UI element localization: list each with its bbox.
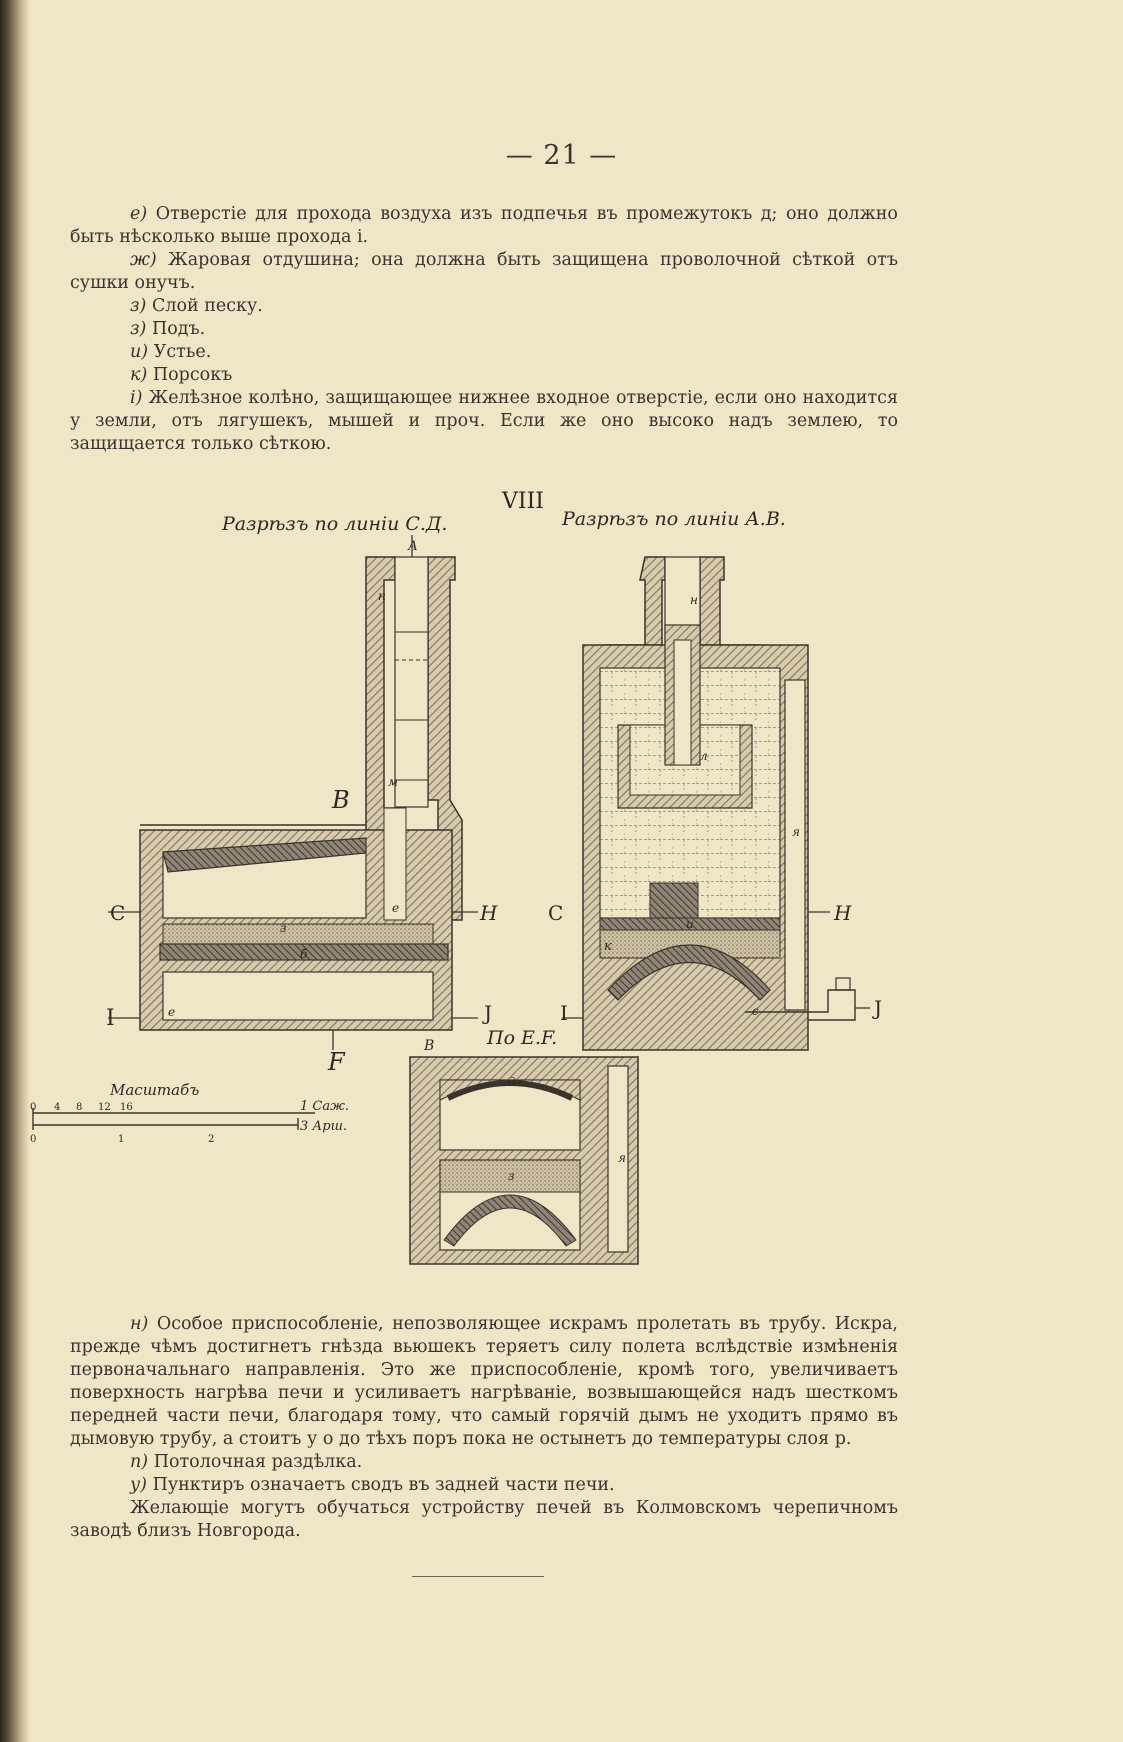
paragraph-u: у) Пунктиръ означаетъ сводъ въ задней ча… (130, 1475, 615, 1495)
book-binding-edge (0, 0, 30, 1742)
section-ab (562, 556, 870, 1051)
paragraph-n: н) Особое приспособленіе, непозволяющее … (70, 1314, 898, 1449)
scale-title: Масштабъ (109, 1081, 199, 1099)
label-h-right: Н (833, 901, 852, 925)
paragraph-p: п) Потолочная раздѣлка. (130, 1452, 363, 1472)
scale-top-tick-1: 4 (54, 1102, 60, 1113)
scale-top-tick-4: 16 (120, 1102, 133, 1113)
label-m-left: м (388, 775, 398, 789)
label-b-left: В (331, 786, 350, 814)
section-cd (108, 535, 478, 1050)
label-f: F (327, 1048, 346, 1076)
paragraph-zh: ж) Жаровая отдушина; она должна быть защ… (70, 250, 898, 293)
label-d-bottom: д (508, 1075, 516, 1089)
label-c-small: с (752, 1004, 759, 1018)
label-i-right: I (560, 1001, 568, 1025)
label-h-left: Н (479, 901, 498, 925)
label-c-right: С (548, 901, 563, 925)
section-ef (409, 1056, 639, 1265)
label-n-right: н (690, 593, 698, 607)
scale-bottom-tick-2: 2 (208, 1134, 214, 1145)
paragraph-note: Желающіе могутъ обучаться устройству печ… (70, 1498, 898, 1541)
figure-number: VIII (501, 489, 544, 514)
paragraph-k: к) Порсокъ (130, 365, 233, 385)
end-rule (412, 1576, 544, 1577)
label-z-bottom: з (508, 1169, 515, 1183)
label-c-left: С (110, 901, 125, 925)
legend-text-bottom: н) Особое приспособленіе, непозволяющее … (70, 1313, 898, 1543)
legend-text-top: е) Отверстіе для прохода воздуха изъ под… (70, 203, 898, 456)
paragraph-i-dot: i) Желѣзное колѣно, защищающее нижнее вх… (70, 388, 898, 454)
label-j-left: J (482, 1001, 492, 1025)
scale-bottom-tick-1: 1 (118, 1134, 124, 1145)
scale-top-tick-2: 8 (76, 1102, 82, 1113)
scale-top-label: 1 Саж. (300, 1099, 349, 1114)
bottom-section-title: По Е.F. (486, 1027, 557, 1049)
scale-bottom-tick-0: 0 (30, 1134, 36, 1145)
label-e-flue: е (392, 901, 399, 915)
scale-top-tick-0: 0 (30, 1102, 36, 1113)
page-number: — 21 — (505, 140, 618, 171)
label-n-left: н (378, 589, 386, 603)
scale-bar (32, 1108, 315, 1130)
label-e-left: е (168, 1005, 175, 1019)
scale-top-tick-3: 12 (98, 1102, 111, 1113)
paragraph-z2: з) Подъ. (130, 319, 206, 339)
paragraph-i: и) Устье. (130, 342, 212, 362)
label-ya-bottom: я (618, 1151, 626, 1165)
label-i-left: I (106, 1006, 115, 1031)
paragraph-e: е) Отверстіе для прохода воздуха изъ под… (70, 204, 898, 247)
label-u-right: и (686, 917, 694, 931)
left-section-title: Разрѣзъ по линіи С.Д. (221, 513, 447, 535)
right-section-title: Разрѣзъ по линіи А.В. (561, 508, 786, 530)
label-b-bottom: В (423, 1038, 434, 1054)
label-l-right: л (700, 749, 708, 763)
paragraph-z1: з) Слой песку. (130, 296, 263, 316)
label-k-right: к (604, 939, 612, 954)
label-b-small: б (300, 947, 308, 961)
scale-bottom-label: 3 Арш. (300, 1119, 347, 1134)
label-j-right: J (872, 996, 882, 1020)
label-z-left: з (280, 921, 287, 935)
label-a: А (407, 539, 418, 554)
label-ya-right: я (792, 825, 800, 839)
